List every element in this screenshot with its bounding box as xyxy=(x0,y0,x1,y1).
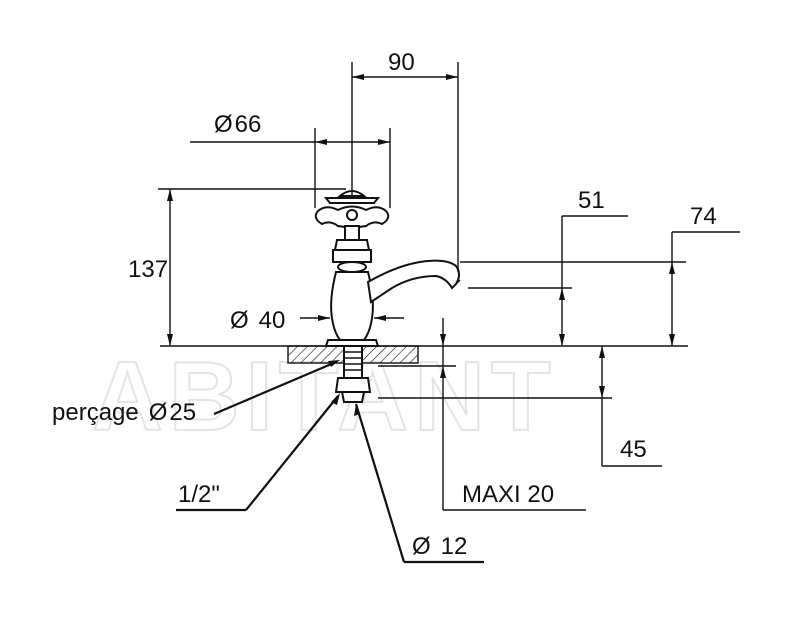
dim-label-45: 45 xyxy=(620,436,647,463)
dim-shank-length: 45 xyxy=(378,346,662,467)
diameter-icon: Ø xyxy=(214,111,233,138)
leader-thread-size: 1/2" xyxy=(176,393,340,512)
label-thread-1-2: 1/2" xyxy=(178,481,220,508)
tail-connector xyxy=(340,391,366,403)
dim-label-137: 137 xyxy=(128,256,168,283)
base-flange xyxy=(324,339,380,347)
diameter-icon: Ø xyxy=(149,399,168,426)
handle-stem xyxy=(344,225,360,241)
tap-body xyxy=(314,190,461,403)
handle-top xyxy=(323,197,381,204)
dim-handle-diameter: Ø66 xyxy=(190,111,391,208)
dim-label-66: Ø66 xyxy=(214,111,261,138)
dim-label-90: 90 xyxy=(388,49,415,76)
dim-label-maxi-20: MAXI 20 xyxy=(462,481,554,508)
handle-hub xyxy=(346,209,358,221)
shank xyxy=(343,345,363,379)
dim-spout-reach: 90 xyxy=(351,49,459,272)
spout-outlet xyxy=(451,279,461,289)
dim-label-51: 51 xyxy=(578,187,605,214)
dim-outlet-height: 74 xyxy=(460,203,740,346)
bonnet xyxy=(333,239,371,251)
spout xyxy=(366,259,460,304)
dim-total-height: 137 xyxy=(128,188,346,346)
dim-spout-height: 51 xyxy=(468,187,628,346)
bonnet-nut xyxy=(332,249,372,263)
dim-max-thickness: MAXI 20 xyxy=(378,318,586,511)
diameter-icon: Ø xyxy=(230,307,249,334)
fixing-nut xyxy=(334,377,372,393)
bonnet-ring xyxy=(337,261,367,273)
diameter-icon: Ø xyxy=(412,533,431,560)
tap-column xyxy=(330,271,374,341)
dim-label-74: 74 xyxy=(690,203,717,230)
